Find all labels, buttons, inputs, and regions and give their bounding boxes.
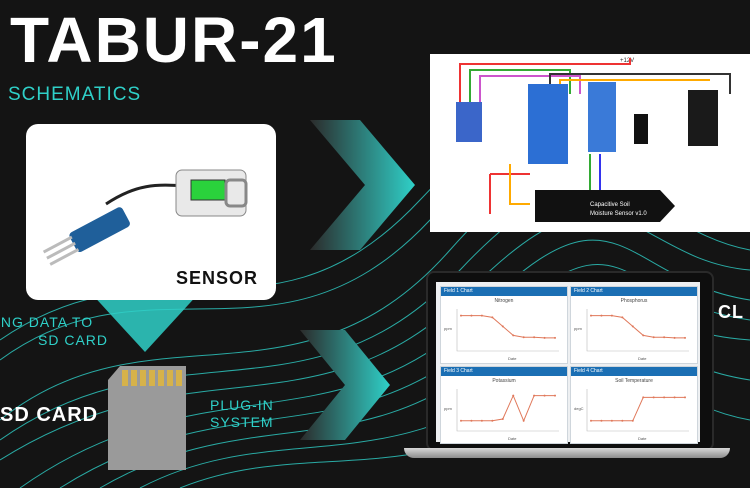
data-point [621,419,624,422]
x-axis-label: Date [638,356,647,361]
data-point [631,419,634,422]
data-point [491,419,494,422]
chart-axes [456,309,559,352]
series-line [591,396,685,422]
data-point [470,314,473,317]
sd-card-icon [108,366,186,470]
chart-title: Phosphorus [620,298,648,304]
laptop-base [404,448,730,458]
data-point [642,396,645,399]
data-point [522,336,525,339]
arrow-down-icon [90,292,200,352]
series-line [461,394,555,423]
x-axis-label: Date [638,436,647,441]
y-axis-label: degC [574,406,584,411]
data-point [590,314,592,317]
data-point [501,325,504,328]
y-axis-label: ppm [574,326,582,331]
data-point [663,396,666,399]
sd-card-label: SD CARD [0,404,99,426]
plugin-caption-line2: SYSTEM [210,414,274,430]
board-label-2: Moisture Sensor v1.0 [590,211,647,217]
data-point [554,336,556,339]
data-point [512,334,515,337]
data-point [600,314,603,317]
series-line [461,315,555,339]
data-point [501,418,504,420]
page-subtitle: SCHEMATICS [8,84,142,105]
data-point [491,316,494,319]
sensor-label: SENSOR [176,268,259,288]
chart-title: Nitrogen [494,298,514,304]
data-point [533,394,536,397]
arrow-right-icon [310,120,415,250]
y-axis-label: ppm [444,326,452,331]
data-point [610,419,613,422]
data-point [663,336,666,339]
data-point [673,336,676,339]
arrow-right-icon [300,330,390,440]
circuit-diagram: +12V Capacitive Soil Moisture Sensor v1.… [456,58,731,222]
schematic-panel: +12V Capacitive Soil Moisture Sensor v1.… [430,54,750,232]
cloud-label: CL [718,302,744,322]
data-point [673,396,676,399]
data-point [480,419,483,422]
chart-axes [456,389,559,432]
data-point [554,394,556,397]
data-point [590,419,592,422]
plugin-caption-line1: PLUG-IN [210,397,274,413]
chart-axes [586,309,689,352]
data-point [610,314,613,317]
data-point [460,314,462,317]
rail-label: +12V [620,58,634,64]
chart-card-header: Field 2 Chart [571,287,697,296]
data-point [652,396,655,399]
soil-sensor-icon [42,169,248,266]
page-title: TABUR-21 [10,4,338,76]
chart-card-header: Field 3 Chart [441,367,567,376]
data-point [543,336,546,339]
data-point [460,419,462,422]
data-point [522,419,525,422]
chart-title: Potassium [492,378,516,384]
data-point [480,314,483,317]
series-line [591,315,685,339]
data-point [684,396,686,399]
line-chart: degC Date [574,389,689,441]
flow-caption-line1: ING DATA TO [0,314,94,330]
x-axis-label: Date [508,436,517,441]
data-point [470,419,473,422]
y-axis-label: ppm [444,406,452,411]
data-point [652,336,655,339]
chart-title: Soil Temperature [615,378,653,384]
data-point [621,316,624,319]
data-point [533,336,536,339]
chart-card-header: Field 4 Chart [571,367,697,376]
data-point [642,334,645,337]
data-point [600,419,603,422]
chart-axes [586,389,689,432]
data-point [684,336,686,339]
flow-caption-line2: SD CARD [38,332,109,348]
x-axis-label: Date [508,356,517,361]
data-point [631,325,634,328]
sensor-panel [26,124,276,300]
chart-card-header: Field 1 Chart [441,287,567,296]
board-label: Capacitive Soil [590,202,630,208]
data-point [512,394,515,397]
data-point [543,394,546,397]
